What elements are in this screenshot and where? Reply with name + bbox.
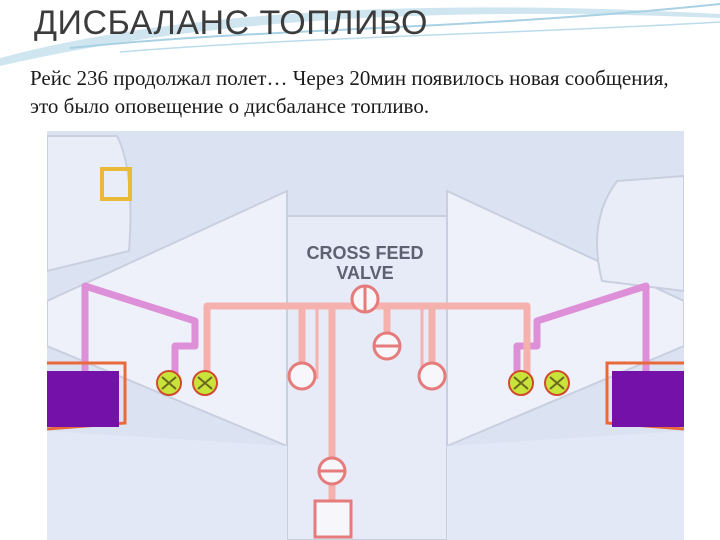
left-fuel-tank bbox=[47, 371, 119, 427]
crossfeed-label-line2: VALVE bbox=[336, 263, 393, 283]
slide-title: ДИСБАЛАНС ТОПЛИВО bbox=[34, 4, 428, 42]
right-wing bbox=[446, 189, 684, 448]
right-valve bbox=[417, 361, 447, 391]
fuel-system-diagram: CROSS FEED VALVE bbox=[47, 131, 684, 540]
apu-box bbox=[313, 499, 353, 539]
left-wing bbox=[47, 189, 288, 448]
highlight-marker bbox=[100, 167, 132, 201]
right-fuel-tank bbox=[612, 371, 684, 427]
left-valve bbox=[287, 361, 317, 391]
title-decoration bbox=[0, 3, 720, 66]
right-vent-line bbox=[513, 282, 650, 376]
slide-body-text: Рейс 236 продолжал полет… Через 20мин по… bbox=[30, 66, 669, 118]
left-vent-line bbox=[81, 282, 199, 376]
right-nacelle bbox=[596, 174, 684, 293]
left-nacelle bbox=[47, 135, 132, 273]
crossfeed-label-line1: CROSS FEED bbox=[306, 243, 423, 263]
